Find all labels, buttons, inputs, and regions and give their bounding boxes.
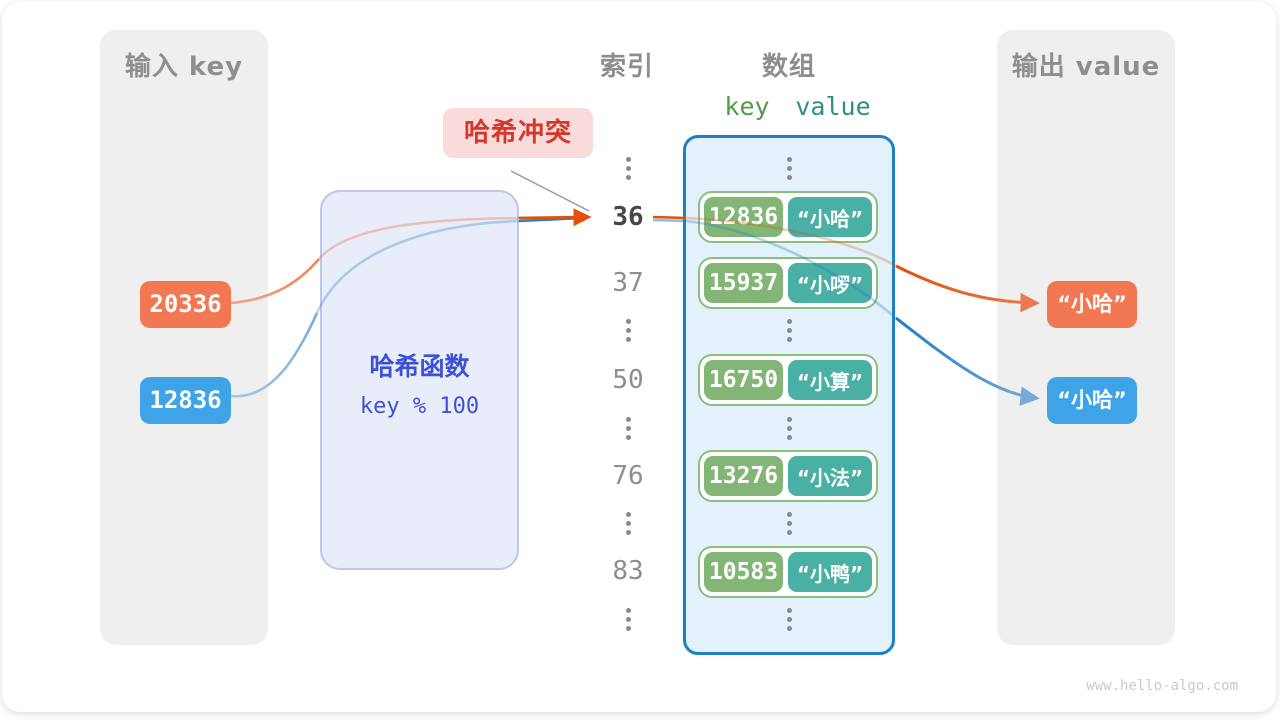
pair-row: 13276 “小法” <box>698 450 878 502</box>
ellipsis-dots <box>784 512 794 535</box>
pair-key: 10583 <box>704 552 783 592</box>
ellipsis-dots <box>784 319 794 342</box>
output-value-blue: “小哈” <box>1047 377 1137 424</box>
array-title: 数组 <box>761 52 816 82</box>
index-36: 36 <box>612 202 644 232</box>
pair-key: 16750 <box>704 360 783 400</box>
index-50: 50 <box>612 365 644 395</box>
hash-collision-label: 哈希冲突 <box>443 108 593 158</box>
input-panel-title: 输入 key <box>124 52 244 82</box>
value-column-header: value <box>795 92 871 121</box>
ellipsis-dots <box>623 512 633 535</box>
input-key-panel <box>100 30 268 645</box>
pair-key: 13276 <box>704 456 783 496</box>
hash-function-formula: key % 100 <box>359 394 480 419</box>
pair-value: “小哈” <box>788 197 872 237</box>
ellipsis-dots <box>623 608 633 631</box>
pair-value: “小法” <box>788 456 872 496</box>
index-76: 76 <box>612 461 644 491</box>
index-37: 37 <box>612 268 644 298</box>
output-value-orange: “小哈” <box>1047 281 1137 328</box>
hash-function-title: 哈希函数 <box>369 352 470 381</box>
index-83: 83 <box>612 556 644 586</box>
watermark: www.hello-algo.com <box>1086 678 1238 694</box>
pair-row: 12836 “小哈” <box>698 191 878 243</box>
pair-row: 10583 “小鸭” <box>698 546 878 598</box>
ellipsis-dots <box>623 157 633 180</box>
input-key-20336: 20336 <box>140 281 231 328</box>
pair-value: “小算” <box>788 360 872 400</box>
ellipsis-dots <box>784 608 794 631</box>
output-value-panel <box>997 30 1175 645</box>
ellipsis-dots <box>784 157 794 180</box>
ellipsis-dots <box>623 417 633 440</box>
ellipsis-dots <box>623 319 633 342</box>
index-column-title: 索引 <box>599 52 654 82</box>
key-column-header: key <box>724 92 770 121</box>
ellipsis-dots <box>784 417 794 440</box>
pair-value: “小鸭” <box>788 552 872 592</box>
pair-row: 15937 “小啰” <box>698 257 878 309</box>
hash-function-box <box>320 190 519 570</box>
output-panel-title: 输出 value <box>1011 52 1161 82</box>
pair-key: 12836 <box>704 197 783 237</box>
pair-value: “小啰” <box>788 263 872 303</box>
input-key-12836: 12836 <box>140 377 231 424</box>
pair-row: 16750 “小算” <box>698 354 878 406</box>
pair-key: 15937 <box>704 263 783 303</box>
